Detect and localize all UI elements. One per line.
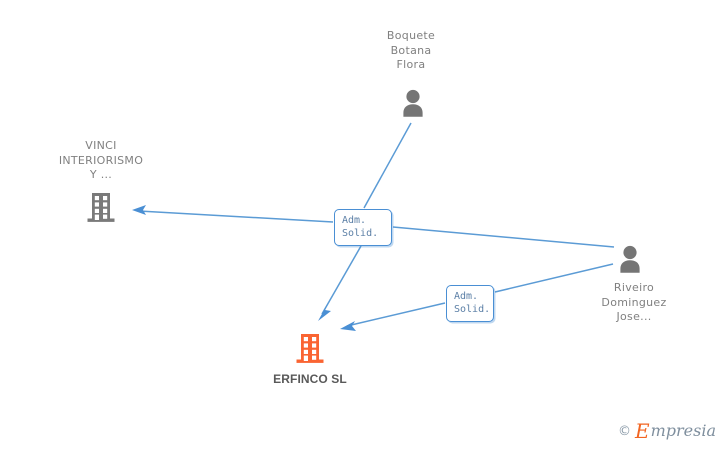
brand-name: mpresia [650, 421, 716, 440]
person-icon[interactable] [403, 89, 423, 117]
building-icon[interactable] [296, 334, 324, 363]
edges-layer [132, 122, 615, 331]
watermark-empresia: © E mpresia [618, 421, 716, 441]
arrowhead-erfinco-right [340, 321, 356, 331]
brand-initial: E [634, 419, 650, 443]
edge-riveiro-erfinco[interactable] [340, 263, 614, 331]
edge-label-adm-solid[interactable]: Adm. Solid. [446, 285, 494, 322]
copyright-symbol: © [617, 423, 631, 439]
arrowhead-erfinco-top [318, 303, 331, 321]
person-icon[interactable] [620, 245, 640, 273]
edge-label-adm-solid[interactable]: Adm. Solid. [334, 209, 392, 246]
edge-riveiro-vinci[interactable] [132, 205, 615, 248]
building-icon[interactable] [87, 193, 115, 222]
edge-boquete-erfinco[interactable] [318, 122, 412, 321]
arrowhead-vinci [132, 205, 146, 215]
